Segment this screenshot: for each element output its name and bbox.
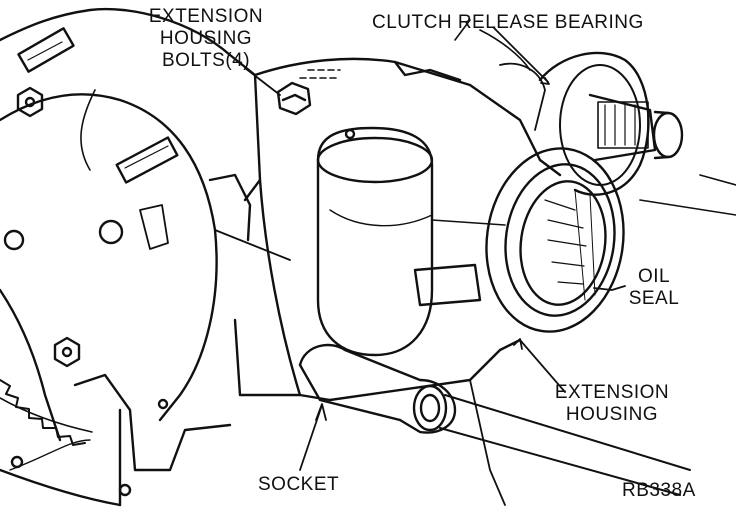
label-line: EXTENSION bbox=[554, 382, 670, 403]
label-line: HOUSING bbox=[159, 28, 253, 49]
leader-lines bbox=[244, 27, 626, 471]
leader-bolts bbox=[244, 67, 281, 96]
leader-oil-seal bbox=[593, 285, 626, 291]
case-studs bbox=[3, 27, 179, 497]
figure-id: RB338A bbox=[622, 480, 696, 501]
label-line: OIL bbox=[637, 266, 671, 287]
transmission-case bbox=[0, 7, 291, 507]
label-line: SEAL bbox=[628, 288, 680, 309]
bearing-arrowhead bbox=[540, 77, 550, 85]
extension-housing-bolt bbox=[276, 69, 341, 116]
label-line: EXTENSION bbox=[148, 6, 264, 27]
socket-arrowhead bbox=[315, 403, 327, 421]
label-socket: SOCKET bbox=[258, 474, 340, 495]
oil-seal bbox=[485, 147, 625, 333]
label-oil-seal: OIL SEAL bbox=[626, 266, 682, 310]
label-clutch-release-bearing: CLUTCH RELEASE BEARING bbox=[372, 12, 644, 33]
leader-bearing bbox=[493, 27, 549, 83]
extension-housing bbox=[233, 57, 562, 506]
label-extension-housing-bolts: EXTENSION HOUSING BOLTS(4) bbox=[134, 6, 278, 72]
housing-arrowhead bbox=[513, 338, 523, 350]
socket-tool bbox=[298, 343, 691, 496]
clutch-release-bearing bbox=[454, 19, 736, 216]
label-extension-housing: EXTENSION HOUSING bbox=[548, 382, 676, 426]
leader-extension-housing bbox=[519, 339, 566, 393]
label-line: BOLTS(4) bbox=[161, 50, 251, 71]
label-line: HOUSING bbox=[565, 404, 659, 425]
